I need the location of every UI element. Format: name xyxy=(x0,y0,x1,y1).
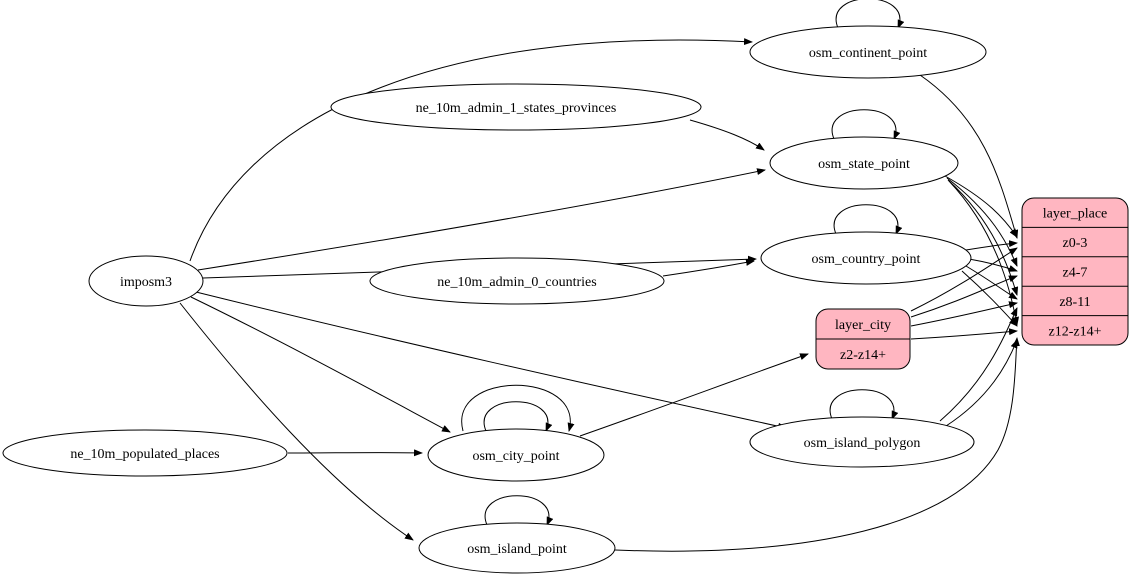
node-label-osm_state_point: osm_state_point xyxy=(818,157,910,172)
node-ne_10m_populated_places: ne_10m_populated_places xyxy=(3,430,287,476)
node-label-osm_country_point: osm_country_point xyxy=(812,252,921,267)
self-loop-osm_country_point xyxy=(834,205,898,234)
self-loop-osm_city_point xyxy=(484,402,548,431)
record-row-label-layer_place-0: layer_place xyxy=(1043,207,1108,222)
self-loop-osm_city_point xyxy=(462,385,571,431)
node-ne_10m_admin_0_countries: ne_10m_admin_0_countries xyxy=(370,258,664,304)
node-osm_island_polygon: osm_island_polygon xyxy=(750,417,974,467)
record-row-label-layer_place-2: z4-7 xyxy=(1063,266,1088,281)
node-label-osm_city_point: osm_city_point xyxy=(472,449,559,464)
node-osm_island_point: osm_island_point xyxy=(419,523,615,573)
node-label-osm_island_polygon: osm_island_polygon xyxy=(804,436,921,451)
node-imposm3: imposm3 xyxy=(89,256,203,306)
node-osm_city_point: osm_city_point xyxy=(428,429,604,481)
self-loop-osm_state_point xyxy=(832,110,896,139)
edge-imposm3-to-osm_continent_point xyxy=(190,40,752,261)
edge-osm_country_point-to-layer_place-z4-7 xyxy=(969,259,1017,271)
record-row-label-layer_place-1: z0-3 xyxy=(1063,236,1088,251)
node-label-ne_10m_populated_places: ne_10m_populated_places xyxy=(70,447,219,462)
node-label-ne_10m_admin_1_states_provinces: ne_10m_admin_1_states_provinces xyxy=(416,101,617,116)
self-loop-osm_island_polygon xyxy=(830,390,894,419)
edge-ne_10m_admin_0_countries-to-osm_country_point xyxy=(663,261,754,276)
node-label-osm_continent_point: osm_continent_point xyxy=(809,46,927,61)
edge-imposm3-to-osm_island_point xyxy=(180,303,413,540)
edge-osm_state_point-to-layer_place-z8-11 xyxy=(948,180,1017,295)
edge-layer_city-to-layer_place-z8-11 xyxy=(911,303,1017,326)
edge-osm_city_point-to-layer_city-z2-z14+ xyxy=(580,354,808,436)
node-layer_place: layer_place z0-3 z4-7 z8-11 z12-z14+ xyxy=(1022,198,1128,345)
edge-layer_city-to-layer_place-z12-z14+ xyxy=(911,331,1017,339)
record-row-label-layer_place-3: z8-11 xyxy=(1059,295,1090,310)
node-layer_city: layer_city z2-z14+ xyxy=(816,309,910,369)
record-row-label-layer_city-0: layer_city xyxy=(835,318,891,333)
record-row-label-layer_place-4: z12-z14+ xyxy=(1049,324,1102,339)
edge-ne_10m_admin_1_states_provinces-to-osm_state_point xyxy=(690,120,764,150)
edge-imposm3-to-osm_island_polygon xyxy=(196,292,786,428)
node-osm_continent_point: osm_continent_point xyxy=(750,26,986,78)
node-ne_10m_admin_1_states_provinces: ne_10m_admin_1_states_provinces xyxy=(331,84,701,130)
record-row-label-layer_city-1: z2-z14+ xyxy=(840,348,886,363)
edge-osm_island_polygon-to-layer_place-z12-z14+ xyxy=(946,340,1017,426)
node-osm_state_point: osm_state_point xyxy=(770,137,958,189)
node-osm_country_point: osm_country_point xyxy=(761,232,971,284)
node-label-ne_10m_admin_0_countries: ne_10m_admin_0_countries xyxy=(437,275,596,290)
edge-imposm3-to-osm_state_point xyxy=(198,170,765,270)
self-loop-osm_island_point xyxy=(485,496,549,525)
self-loop-osm_continent_point xyxy=(836,0,900,28)
node-label-osm_island_point: osm_island_point xyxy=(467,542,567,557)
node-label-imposm3: imposm3 xyxy=(120,275,172,290)
